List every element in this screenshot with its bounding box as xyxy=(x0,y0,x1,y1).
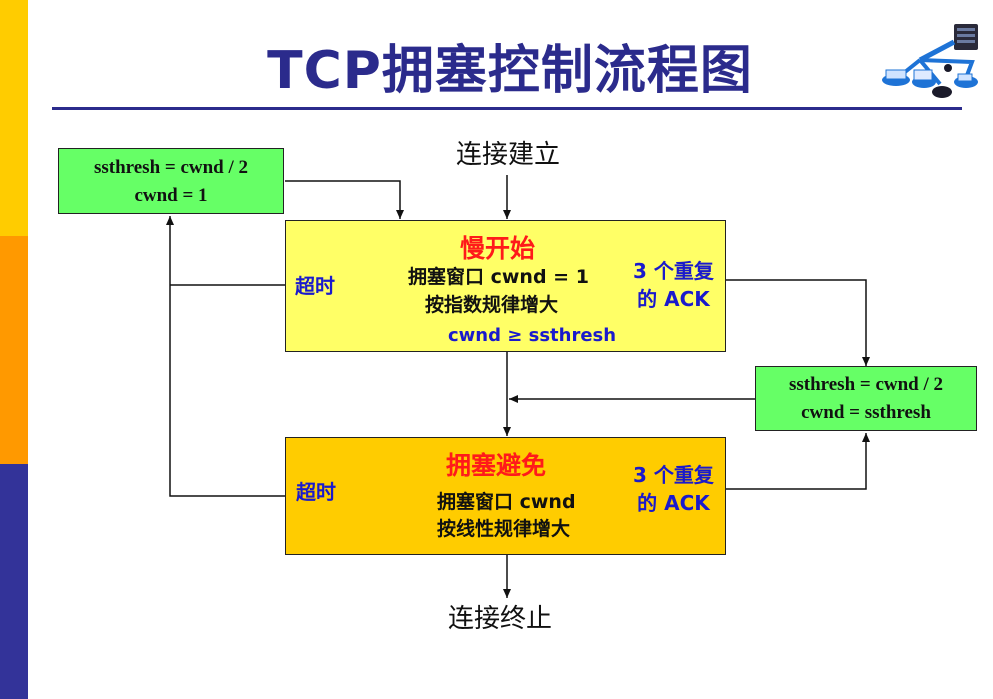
side-bar-orange xyxy=(0,236,28,464)
slow-start-transition-label: cwnd ≥ ssthresh xyxy=(448,325,617,346)
slow-start-line2: 按指数规律增大 xyxy=(425,294,559,316)
congestion-avoidance-dupack-line2: 的 ACK xyxy=(637,491,710,515)
congestion-avoidance-title: 拥塞避免 xyxy=(446,451,547,480)
congestion-avoidance-dupack-line1: 3 个重复 xyxy=(633,463,714,487)
congestion-avoidance-dupack-label: 3 个重复 的 ACK xyxy=(633,461,714,517)
congestion-avoidance-line1: 拥塞窗口 cwnd xyxy=(437,491,576,513)
label-connection-terminated: 连接终止 xyxy=(448,604,553,634)
side-bar-blue xyxy=(0,464,28,699)
network-topology-icon xyxy=(882,24,978,98)
slow-start-timeout-label: 超时 xyxy=(295,274,335,298)
box-timeout-reset-line1: ssthresh = cwnd / 2 xyxy=(93,157,249,178)
arrow-ca-timeout-to-reset-box xyxy=(166,216,285,497)
state-slow-start xyxy=(285,220,726,352)
slow-start-dupack-label: 3 个重复 的 ACK xyxy=(633,257,714,313)
slow-start-dupack-line1: 3 个重复 xyxy=(633,259,714,283)
slow-start-dupack-line2: 的 ACK xyxy=(637,287,710,311)
title-underline xyxy=(52,107,962,110)
label-connection-established: 连接建立 xyxy=(456,140,561,170)
slow-start-title: 慢开始 xyxy=(460,234,536,263)
box-timeout-reset-line2: cwnd = 1 xyxy=(134,185,208,206)
arrow-slowstart-dupack xyxy=(726,279,870,366)
congestion-avoidance-line2: 按线性规律增大 xyxy=(437,518,571,540)
state-congestion-avoidance xyxy=(285,437,726,555)
box-timeout-reset: ssthresh = cwnd / 2 cwnd = 1 xyxy=(58,148,284,214)
side-bar-yellow xyxy=(0,0,28,236)
slide-title: TCP拥塞控制流程图 xyxy=(267,41,753,101)
arrow-reset-box-to-slowstart xyxy=(285,180,404,219)
box-fast-recovery-line1: ssthresh = cwnd / 2 xyxy=(788,374,944,395)
slow-start-line1: 拥塞窗口 cwnd = 1 xyxy=(408,266,589,288)
arrow-ca-dupack xyxy=(726,433,870,490)
congestion-avoidance-timeout-label: 超时 xyxy=(296,480,336,504)
box-fast-recovery-line2: cwnd = ssthresh xyxy=(801,402,931,423)
box-fast-recovery: ssthresh = cwnd / 2 cwnd = ssthresh xyxy=(755,366,977,431)
